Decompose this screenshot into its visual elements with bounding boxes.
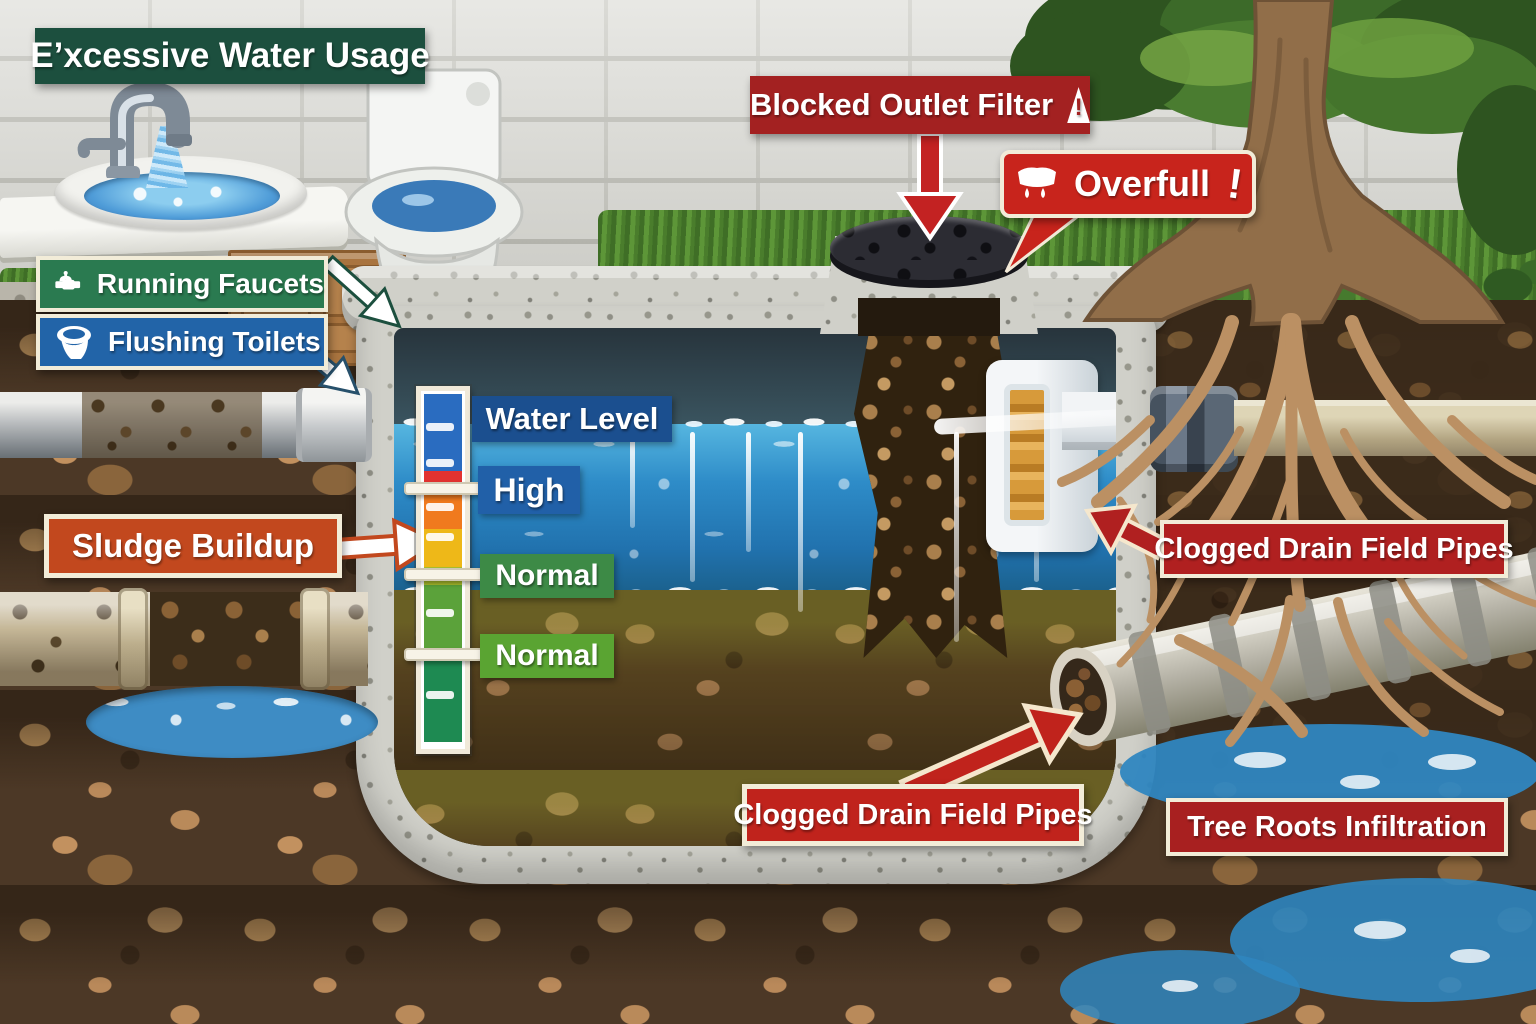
drip — [746, 432, 751, 552]
blocked-outlet-filter-text: Blocked Outlet Filter — [750, 87, 1054, 122]
clogged-drain-right-text: Clogged Drain Field Pipes — [1154, 532, 1514, 565]
drip — [954, 432, 959, 642]
gauge-tick — [426, 503, 454, 511]
gauge-label-normal-2: Normal — [480, 634, 614, 678]
faucet-icon — [55, 270, 81, 295]
toilet-icon — [57, 326, 91, 359]
gauge-seg-green — [424, 585, 462, 655]
inlet-pipe-dirty-section — [82, 392, 262, 458]
pipe-ring — [300, 588, 330, 690]
leak-puddle-left — [86, 686, 378, 758]
pipe-ring — [118, 588, 148, 690]
gauge-label-normal-1: Normal — [480, 554, 614, 598]
callout-tree-roots-infiltration: Tree Roots Infiltration — [1166, 798, 1508, 856]
gauge-seg-blue — [424, 394, 462, 471]
callout-flushing-toilets: Flushing Toilets — [36, 314, 328, 370]
gauge-normal2-text: Normal — [495, 639, 599, 672]
clogged-drain-bottom-text: Clogged Drain Field Pipes — [733, 798, 1093, 831]
callout-clogged-drain-field-pipes-bottom: Clogged Drain Field Pipes — [733, 784, 1093, 846]
tree-roots-infiltration-text: Tree Roots Infiltration — [1187, 810, 1487, 843]
gauge-title-text: Water Level — [485, 401, 659, 436]
sludge-buildup-text: Sludge Buildup — [72, 527, 314, 564]
drain-field-pipe-right — [1234, 400, 1536, 456]
warning-icon: ! — [1067, 87, 1090, 123]
sewage-cascade — [854, 328, 1012, 658]
drip — [798, 432, 803, 612]
callout-overfull: Overfull ! — [1000, 150, 1256, 218]
gauge-tick — [426, 691, 454, 699]
water-level-gauge — [416, 386, 470, 754]
gauge-normal1-text: Normal — [495, 559, 599, 592]
callout-clogged-drain-field-pipes-right: Clogged Drain Field Pipes — [1154, 520, 1514, 578]
sink-splash — [120, 182, 250, 212]
riser-opening — [858, 298, 1000, 336]
gauge-tick — [426, 423, 454, 431]
overflow-icon — [1017, 167, 1056, 198]
pipe-clog-left — [150, 592, 302, 686]
running-faucets-text: Running Faucets — [96, 268, 324, 299]
gauge-title: Water Level — [472, 396, 672, 442]
outlet-filter — [986, 360, 1098, 552]
outlet-filter-cartridge — [1004, 384, 1050, 526]
faucet — [77, 81, 192, 178]
overfull-exclamation: ! — [1224, 159, 1246, 208]
drip — [690, 432, 695, 582]
flushing-toilets-text: Flushing Toilets — [108, 326, 321, 357]
gauge-tick — [426, 533, 454, 541]
callout-excessive-water-usage: E’xcessive Water Usage — [30, 28, 430, 84]
gauge-label-high: High — [478, 466, 580, 514]
gauge-tick — [426, 459, 454, 467]
riser-lid — [830, 216, 1028, 280]
overfull-text: Overfull — [1073, 163, 1211, 204]
drip — [630, 432, 635, 528]
gauge-tick — [426, 609, 454, 617]
inlet-pipe-coupling — [296, 388, 372, 462]
callout-running-faucets: Running Faucets — [36, 256, 328, 312]
callout-sludge-buildup: Sludge Buildup — [44, 514, 342, 578]
callout-blocked-outlet-filter: Blocked Outlet Filter ! — [750, 76, 1090, 134]
outlet-coupling — [1150, 386, 1238, 472]
gauge-high-text: High — [493, 471, 565, 508]
excessive-water-usage-text: E’xcessive Water Usage — [30, 36, 430, 75]
